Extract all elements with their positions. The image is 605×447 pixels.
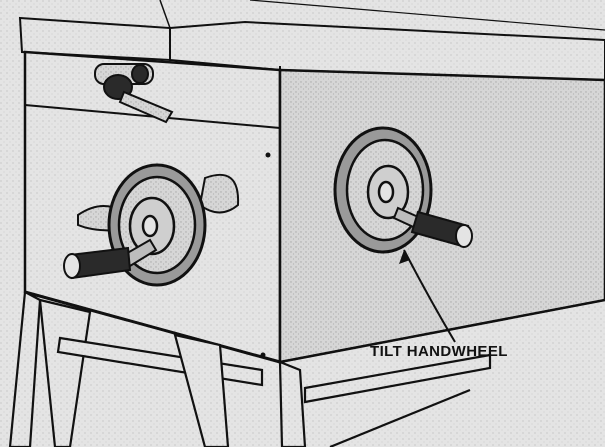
table-top (18, 0, 605, 82)
callout-leader (399, 249, 456, 343)
tilt-handwheel-label: TILT HANDWHEEL (370, 343, 508, 360)
raise-handwheel-icon (63, 163, 240, 287)
screw-icon (260, 352, 266, 358)
crank-handle-icon (63, 246, 132, 280)
stand-legs (8, 290, 492, 447)
tilt-handwheel-icon (333, 126, 473, 254)
crank-handle-icon (410, 210, 473, 248)
screw-icon (265, 152, 271, 158)
lock-lever-icon (94, 63, 174, 124)
